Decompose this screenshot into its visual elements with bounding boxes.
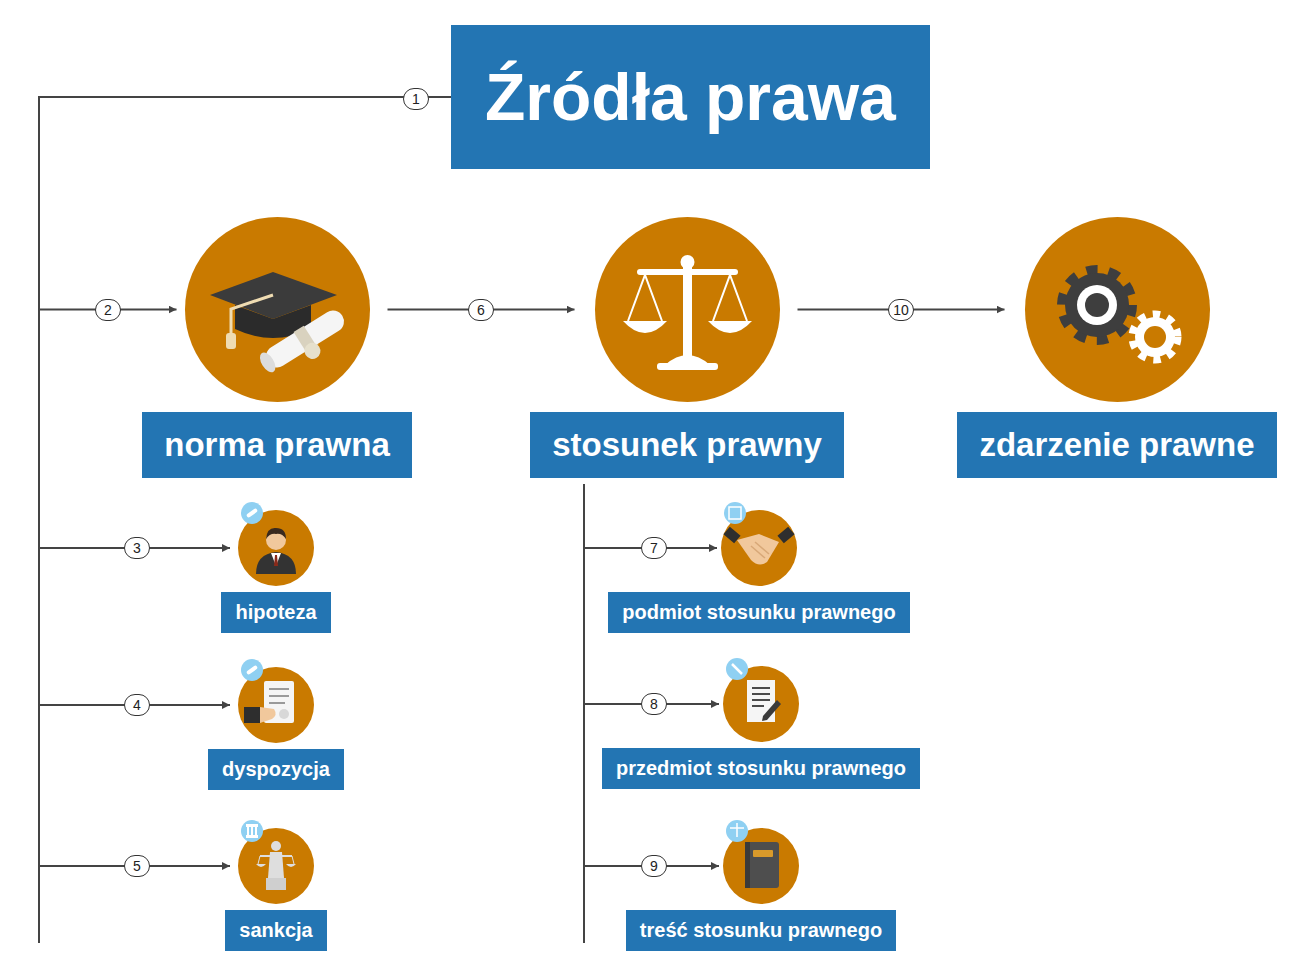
icon-circle: [185, 217, 370, 402]
icon-illustration: [238, 828, 314, 904]
node-label: zdarzenie prawne: [979, 426, 1254, 463]
icon-illustration: [185, 217, 370, 402]
topic-node: przedmiot stosunku prawnego: [581, 666, 941, 789]
callout-number: 5: [124, 855, 150, 877]
callout-number: 9: [641, 855, 667, 877]
icon-illustration: [595, 217, 780, 402]
icon-circle: [723, 666, 799, 742]
node-label: stosunek prawny: [552, 426, 822, 463]
connector-arrow: [39, 97, 451, 866]
icon-illustration: [185, 217, 370, 402]
icon-circle: [723, 828, 799, 904]
connector-arrow: [39, 97, 451, 705]
connector-arrow: [39, 97, 451, 548]
icon-illustration: [723, 828, 799, 904]
trunk-line: [38, 860, 40, 943]
icon-illustration: [238, 502, 314, 586]
node-label: podmiot stosunku prawnego: [622, 601, 895, 623]
callout-number: 4: [124, 694, 150, 716]
title-text: Źródła prawa: [485, 60, 896, 134]
icon-circle: [1025, 217, 1210, 402]
topic-node: stosunek prawny: [487, 217, 887, 478]
callout-number: 8: [641, 693, 667, 715]
label-box: hipoteza: [221, 592, 330, 633]
icon-illustration: [1025, 217, 1210, 402]
topic-node: dyspozycja: [96, 667, 456, 790]
label-box: podmiot stosunku prawnego: [608, 592, 909, 633]
label-box: stosunek prawny: [530, 412, 844, 478]
label-box: treść stosunku prawnego: [626, 910, 896, 951]
node-label: norma prawna: [164, 426, 390, 463]
icon-illustration: [723, 658, 799, 742]
topic-node: hipoteza: [96, 510, 456, 633]
icon-illustration: [723, 820, 799, 904]
icon-illustration: [723, 666, 799, 742]
label-box: zdarzenie prawne: [957, 412, 1276, 478]
label-box: norma prawna: [142, 412, 412, 478]
title-box: Źródła prawa: [451, 25, 930, 169]
icon-circle: [238, 667, 314, 743]
topic-node: treść stosunku prawnego: [581, 828, 941, 951]
icon-illustration: [595, 217, 780, 402]
node-label: hipoteza: [235, 601, 316, 623]
topic-node: podmiot stosunku prawnego: [579, 510, 939, 633]
label-box: sankcja: [225, 910, 326, 951]
node-label: dyspozycja: [222, 758, 330, 780]
icon-illustration: [721, 502, 797, 586]
callout-number: 3: [124, 537, 150, 559]
icon-illustration: [238, 820, 314, 904]
callout-number: 1: [403, 88, 429, 110]
icon-circle: [595, 217, 780, 402]
icon-circle: [721, 510, 797, 586]
node-label: przedmiot stosunku prawnego: [616, 757, 906, 779]
callout-number: 7: [641, 537, 667, 559]
node-label: sankcja: [239, 919, 312, 941]
topic-node: norma prawna: [77, 217, 477, 478]
trunk-line: [583, 860, 585, 943]
callout-number: 2: [95, 299, 121, 321]
icon-circle: [238, 828, 314, 904]
icon-illustration: [721, 510, 797, 586]
label-box: przedmiot stosunku prawnego: [602, 748, 920, 789]
icon-circle: [238, 510, 314, 586]
icon-illustration: [238, 510, 314, 586]
label-box: dyspozycja: [208, 749, 344, 790]
callout-number: 10: [888, 299, 914, 321]
callout-number: 6: [468, 299, 494, 321]
topic-node: zdarzenie prawne: [917, 217, 1303, 478]
icon-illustration: [238, 659, 314, 743]
icon-illustration: [238, 667, 314, 743]
connector-arrow: [584, 484, 719, 866]
topic-node: sankcja: [96, 828, 456, 951]
node-label: treść stosunku prawnego: [640, 919, 882, 941]
icon-illustration: [1025, 217, 1210, 402]
connector-group: [39, 97, 1005, 866]
